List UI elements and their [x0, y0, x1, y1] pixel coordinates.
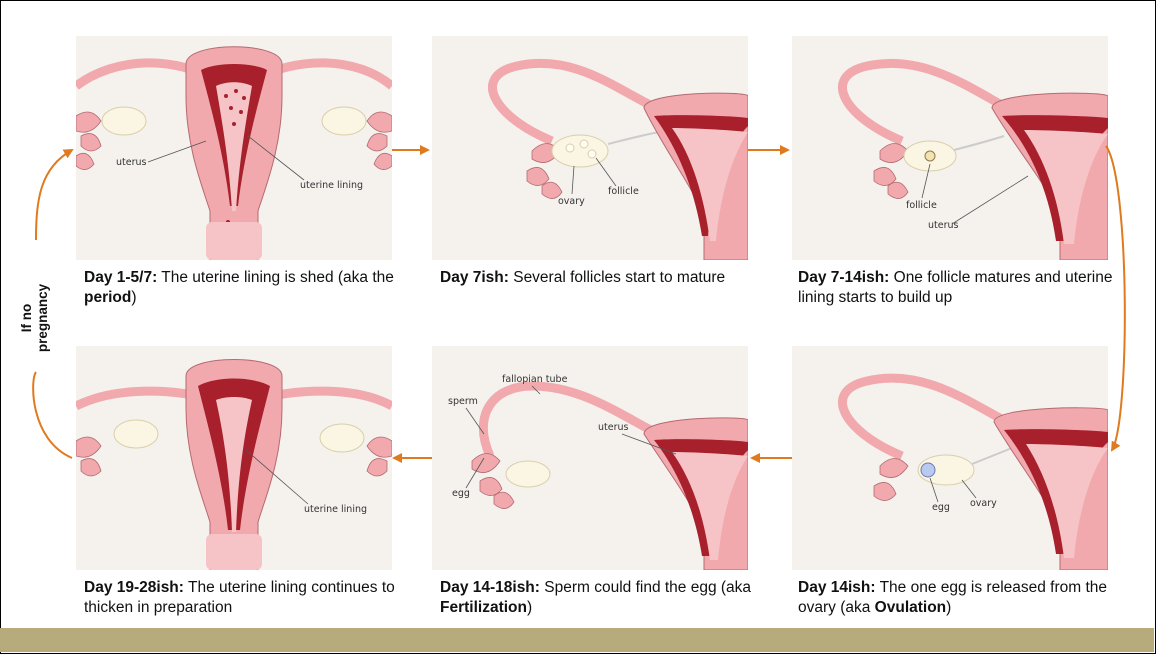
panel-day-1-5: uterus uterine lining [76, 36, 392, 260]
label-egg-5: egg [452, 488, 470, 499]
caption-day-7-14: Day 7-14ish: One follicle matures and ut… [798, 268, 1128, 308]
caption-day-7: Day 7ish: Several follicles start to mat… [440, 268, 770, 288]
label-uterus-3: uterus [928, 220, 959, 231]
caption-day-1-5: Day 1-5/7: The uterine lining is shed (a… [84, 268, 414, 308]
caption-day-19-28: Day 19-28ish: The uterine lining continu… [84, 578, 414, 618]
caption-day-14-18: Day 14-18ish: Sperm could find the egg (… [440, 578, 770, 618]
label-fallopian-tube: fallopian tube [502, 374, 568, 385]
panel-day-7: ovary follicle [432, 36, 748, 260]
panel-day-19-28: uterine lining [76, 346, 392, 570]
label-sperm: sperm [448, 396, 478, 407]
panel-day-14-18: fallopian tube uterus sperm egg [432, 346, 748, 570]
label-follicle-3: follicle [906, 200, 937, 211]
label-uterine-lining-4: uterine lining [304, 504, 367, 515]
label-ovary-6: ovary [970, 498, 997, 509]
caption-day-14: Day 14ish: The one egg is released from … [798, 578, 1128, 618]
label-uterus: uterus [116, 157, 147, 168]
bottom-band [0, 628, 1154, 652]
label-uterine-lining: uterine lining [300, 180, 363, 191]
label-follicle: follicle [608, 186, 639, 197]
label-uterus-5: uterus [598, 422, 629, 433]
label-ovary: ovary [558, 196, 585, 207]
panel-day-7-14: follicle uterus [792, 36, 1108, 260]
label-egg-6: egg [932, 502, 950, 513]
panel-day-14: egg ovary [792, 346, 1108, 570]
if-no-pregnancy-label: If no pregnancy [4, 258, 66, 378]
